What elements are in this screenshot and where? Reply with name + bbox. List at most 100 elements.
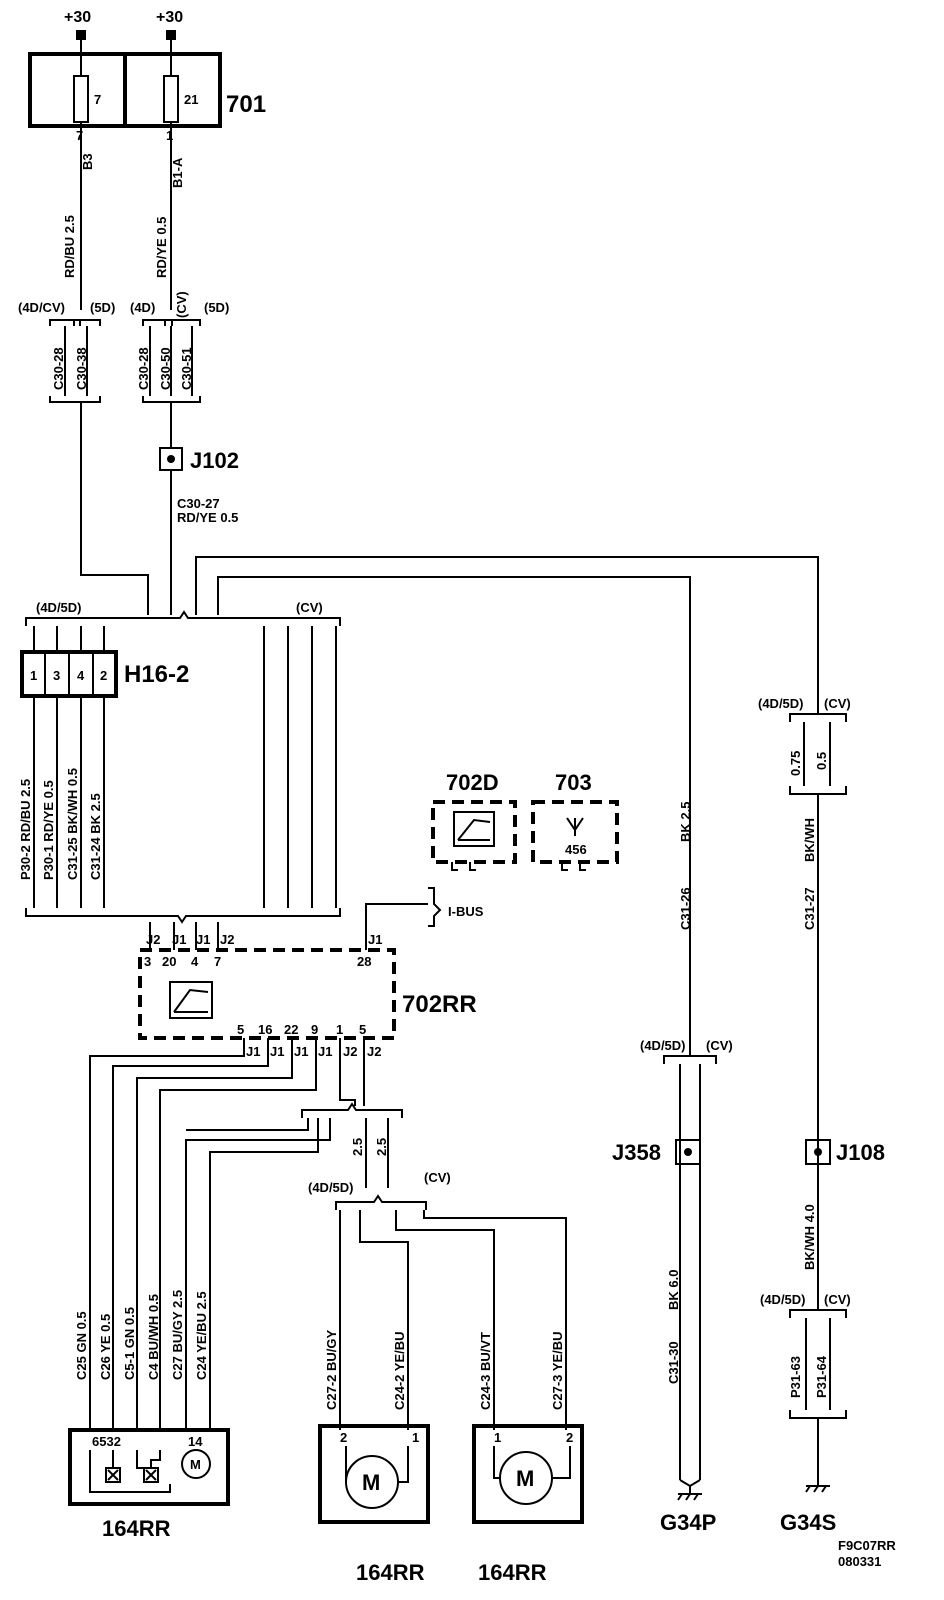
motor1-pin-l: 2 xyxy=(340,1430,347,1445)
component-164rr-motor2 xyxy=(472,1424,584,1524)
power-terminal-left xyxy=(76,30,86,40)
module-702d xyxy=(431,800,517,864)
wire-c5-1: C5-1 GN 0.5 xyxy=(122,1307,137,1380)
rr-bot-pin-1: 1 xyxy=(336,1022,343,1037)
module-703-code: 456 xyxy=(565,842,587,857)
fuse-right-pin: 1 xyxy=(166,128,173,143)
variant-lower-right: (CV) xyxy=(424,1170,451,1185)
motor2-pin-r: 2 xyxy=(566,1430,573,1445)
h16-label: H16-2 xyxy=(124,661,189,688)
rr-top-pin-28: 28 xyxy=(357,954,371,969)
variant-mid-right: (CV) xyxy=(296,600,323,615)
motor-feed-2: 2.5 xyxy=(374,1138,389,1156)
motor2-pin-l: 1 xyxy=(494,1430,501,1445)
gs-conn-b: P31-64 xyxy=(814,1355,829,1398)
module-702rr-label: 702RR xyxy=(402,991,477,1018)
rr-bot-conn-1: J1 xyxy=(246,1044,260,1059)
rr-top-conn-4: J2 xyxy=(220,932,234,947)
h16-wire-3: C31-25 BK/WH 0.5 xyxy=(65,768,80,880)
wire-c24: C24 YE/BU 2.5 xyxy=(194,1291,209,1380)
gs-size-a: 0.75 xyxy=(788,751,803,776)
component-left-pin-m: 14 xyxy=(188,1434,203,1449)
splice-j102-wire: RD/YE 0.5 xyxy=(177,510,238,525)
h16-pin-1: 1 xyxy=(30,668,37,683)
rr-bot-pin-5a: 5 xyxy=(237,1022,244,1037)
gp-wire-top: C31-26 xyxy=(678,887,693,930)
motor-small-symbol: M xyxy=(190,1457,201,1472)
gs-wire-mid: BK/WH 4.0 xyxy=(802,1204,817,1270)
gs-conn-a: P31-63 xyxy=(788,1356,803,1398)
splice-j358 xyxy=(675,1139,701,1165)
variant-lower-left: (4D/5D) xyxy=(308,1180,354,1195)
module-703-label: 703 xyxy=(555,770,592,795)
conn-c30-28-a: C30-28 xyxy=(51,347,66,390)
variant-5d-left: (5D) xyxy=(90,300,115,315)
gs-wire-top: C31-27 xyxy=(802,887,817,930)
rr-top-conn-1: J2 xyxy=(146,932,160,947)
ground-g34s-icon xyxy=(805,1485,830,1493)
rr-top-pin-20: 20 xyxy=(162,954,176,969)
rr-bot-pin-5b: 5 xyxy=(359,1022,366,1037)
rr-top-conn-3: J1 xyxy=(196,932,210,947)
h16-pin-3: 3 xyxy=(53,668,60,683)
antenna-icon xyxy=(566,817,584,836)
variant-cv-top: (CV) xyxy=(174,291,189,318)
motor1-pin-r: 1 xyxy=(412,1430,419,1445)
gp-variant-right: (CV) xyxy=(706,1038,733,1053)
fuse-21 xyxy=(163,75,179,123)
component-164rr-left xyxy=(68,1428,230,1506)
conn-c30-28-b: C30-28 xyxy=(136,347,151,390)
term-left: B3 xyxy=(80,153,95,170)
splice-j102-conn: C30-27 xyxy=(177,496,220,511)
motor1-symbol: M xyxy=(362,1470,380,1495)
motor1-label: 164RR xyxy=(356,1560,425,1585)
motor-small-icon xyxy=(181,1449,211,1479)
rr-bot-conn-4: J1 xyxy=(318,1044,332,1059)
ground-g34s-label: G34S xyxy=(780,1510,836,1535)
rr-bot-pin-22: 22 xyxy=(284,1022,298,1037)
splice-j102-label: J102 xyxy=(190,448,239,473)
h16-wire-4: C31-24 BK 2.5 xyxy=(88,793,103,880)
splice-j108-label: J108 xyxy=(836,1140,885,1165)
component-164rr-motor1 xyxy=(318,1424,430,1524)
rr-bot-conn-6: J2 xyxy=(367,1044,381,1059)
conn-c30-50: C30-50 xyxy=(158,347,173,390)
rr-top-conn-5: J1 xyxy=(368,932,382,947)
h16-wire-1: P30-2 RD/BU 2.5 xyxy=(18,779,33,880)
wire-label-top-left: RD/BU 2.5 xyxy=(62,215,77,278)
rr-top-pin-3: 3 xyxy=(144,954,151,969)
ground-g34p-label: G34P xyxy=(660,1510,716,1535)
component-left-label: 164RR xyxy=(102,1516,171,1541)
fusebox-id: 701 xyxy=(226,91,266,118)
gs-variant-right: (CV) xyxy=(824,696,851,711)
gs-variant-left-2: (4D/5D) xyxy=(760,1292,806,1307)
fuse-7 xyxy=(73,75,89,123)
gs-variant-left: (4D/5D) xyxy=(758,696,804,711)
wire-c26: C26 YE 0.5 xyxy=(98,1314,113,1380)
conn-c30-51: C30-51 xyxy=(179,347,194,390)
power-label-left: +30 xyxy=(64,9,91,26)
component-left-pins: 6532 xyxy=(92,1434,121,1449)
wire-label-top-right: RD/YE 0.5 xyxy=(154,217,169,278)
wire-c27-2: C27-2 BU/GY xyxy=(324,1329,339,1410)
motor2-label: 164RR xyxy=(478,1560,547,1585)
gs-variant-right-2: (CV) xyxy=(824,1292,851,1307)
variant-5d-right: (5D) xyxy=(204,300,229,315)
rr-top-pin-7: 7 xyxy=(214,954,221,969)
gp-wire-top-spec: BK 2.5 xyxy=(678,802,693,842)
rr-bot-pin-16: 16 xyxy=(258,1022,272,1037)
wire-c25: C25 GN 0.5 xyxy=(74,1311,89,1380)
h16-wire-2: P30-1 RD/YE 0.5 xyxy=(41,780,56,880)
ground-g34p-icon xyxy=(677,1486,702,1501)
term-right: B1-A xyxy=(170,157,185,188)
rr-bot-pin-9: 9 xyxy=(311,1022,318,1037)
gp-variant-left: (4D/5D) xyxy=(640,1038,686,1053)
footer-date: 080331 xyxy=(838,1554,881,1569)
variant-4dcv: (4D/CV) xyxy=(18,300,65,315)
door-module-icon-702rr xyxy=(169,981,213,1019)
gp-wire-bot-spec: BK 6.0 xyxy=(666,1270,681,1310)
module-703 xyxy=(531,800,619,864)
fuse-left-number: 7 xyxy=(94,92,101,107)
rr-bot-conn-3: J1 xyxy=(294,1044,308,1059)
